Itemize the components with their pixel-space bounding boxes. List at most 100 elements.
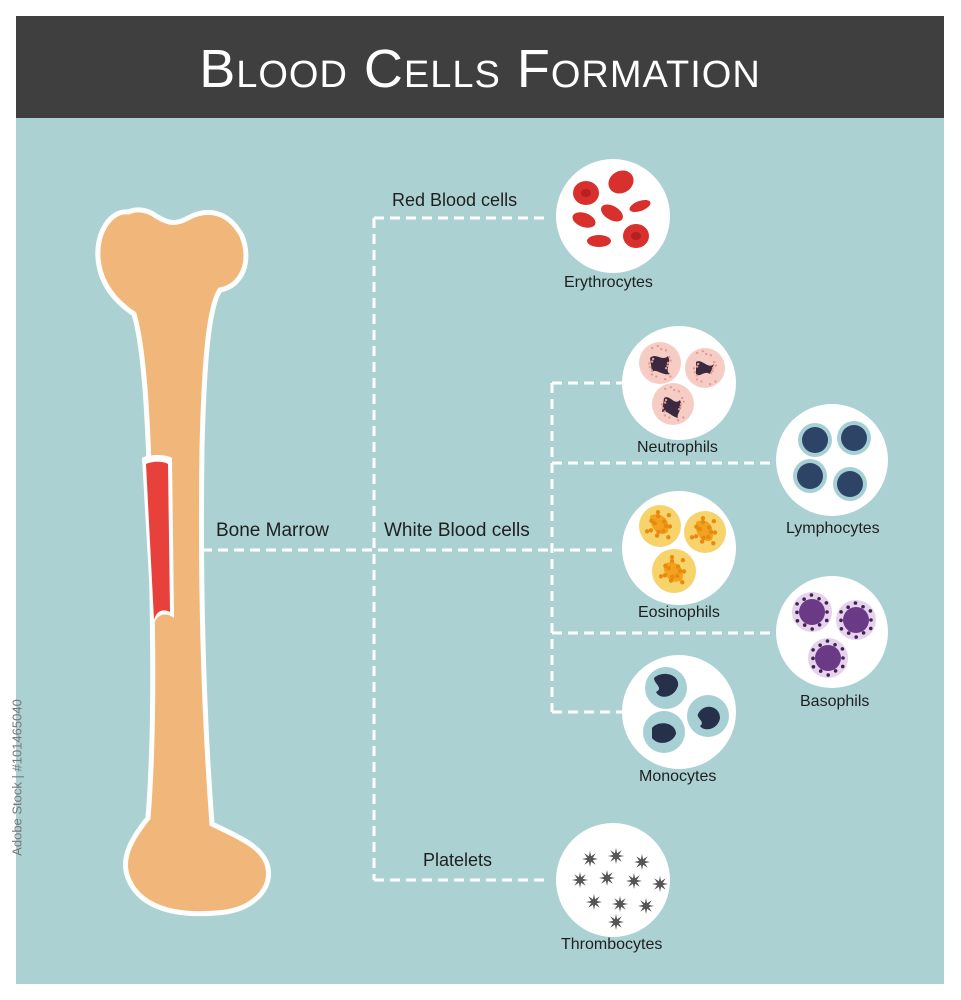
- granule: [655, 375, 658, 378]
- granule: [861, 604, 865, 609]
- granule: [708, 529, 714, 535]
- granule: [679, 405, 682, 408]
- granule: [680, 580, 685, 585]
- granule: [826, 673, 830, 677]
- label-lymphocytes: Lymphocytes: [786, 520, 880, 537]
- granule: [663, 410, 667, 413]
- granule: [711, 369, 714, 372]
- platelet: [608, 848, 624, 864]
- granule: [795, 618, 800, 623]
- granule: [650, 360, 654, 363]
- granule: [667, 524, 673, 529]
- granule: [652, 520, 657, 526]
- granule: [669, 558, 675, 564]
- label-eosinophils: Eosinophils: [638, 604, 720, 621]
- granule: [650, 346, 654, 350]
- granule: [689, 535, 695, 540]
- label-basophils: Basophils: [800, 693, 870, 710]
- granule: [662, 573, 668, 578]
- granule: [713, 360, 716, 364]
- granule: [666, 364, 669, 367]
- stock-watermark: Adobe Stock | #101465040: [2, 660, 30, 910]
- granule: [666, 361, 670, 365]
- granule: [669, 375, 672, 378]
- platelet: [612, 896, 628, 912]
- granule: [868, 626, 873, 631]
- granule: [661, 528, 666, 534]
- platelet: [586, 894, 602, 910]
- granule: [649, 518, 654, 524]
- granule: [656, 529, 661, 535]
- granule: [673, 388, 676, 392]
- granule: [841, 656, 845, 660]
- granule: [700, 519, 706, 525]
- granule: [663, 387, 667, 391]
- granule: [824, 618, 829, 623]
- granule: [692, 367, 696, 370]
- platelet: [652, 876, 668, 892]
- granule: [817, 623, 822, 627]
- granule: [668, 416, 671, 419]
- platelet: [572, 872, 588, 888]
- granule: [712, 530, 718, 535]
- basophils-circle: [776, 576, 888, 688]
- granule: [663, 414, 667, 417]
- granule: [648, 365, 652, 369]
- granule: [705, 352, 708, 356]
- granule: [651, 357, 655, 361]
- page-title: Blood Cells Formation: [199, 39, 761, 99]
- granule: [664, 366, 668, 370]
- granule: [658, 574, 664, 579]
- granule: [660, 403, 664, 406]
- label-bone-marrow: Bone Marrow: [216, 520, 329, 541]
- monocytes-circle: [622, 655, 736, 769]
- granule: [682, 400, 685, 403]
- granule: [817, 596, 821, 601]
- label-erythrocytes: Erythrocytes: [564, 274, 653, 291]
- granule: [824, 601, 829, 605]
- granule: [648, 528, 654, 533]
- granule: [818, 669, 823, 673]
- eosinophils-circle: [622, 491, 736, 605]
- granule: [682, 416, 685, 419]
- label-red-blood-cells: Red Blood cells: [392, 190, 518, 210]
- granule: [654, 533, 660, 538]
- granule: [700, 380, 703, 383]
- granule: [670, 574, 675, 580]
- platelet: [608, 914, 624, 930]
- granule: [681, 396, 684, 400]
- granule: [697, 526, 702, 532]
- granule: [709, 354, 713, 357]
- granule: [810, 627, 814, 631]
- granule: [839, 626, 844, 631]
- granule: [661, 519, 667, 524]
- label-thrombocytes: Thrombocytes: [561, 936, 663, 953]
- granule: [695, 351, 699, 355]
- granule: [694, 524, 699, 530]
- granule: [709, 371, 713, 375]
- granule: [660, 347, 663, 351]
- granule: [711, 518, 717, 524]
- platelet: [634, 854, 650, 870]
- granule: [811, 656, 815, 661]
- granule: [693, 370, 697, 374]
- platelet: [599, 870, 615, 886]
- label-white-blood-cells: White Blood cells: [384, 520, 530, 541]
- granule: [655, 509, 661, 515]
- granule: [675, 564, 681, 569]
- granule: [668, 355, 671, 359]
- granule: [650, 373, 654, 376]
- granule: [666, 535, 671, 540]
- granule: [650, 369, 654, 372]
- label-platelets: Platelets: [423, 850, 493, 870]
- granule: [825, 639, 830, 643]
- bone-marrow: [146, 461, 170, 620]
- granule: [811, 664, 816, 669]
- granule: [802, 597, 806, 602]
- granule: [708, 383, 712, 386]
- granule: [679, 402, 683, 406]
- granule: [711, 366, 715, 370]
- granule: [833, 642, 837, 647]
- granule: [655, 513, 661, 519]
- watermark-text: Adobe Stock | #101465040: [9, 699, 25, 856]
